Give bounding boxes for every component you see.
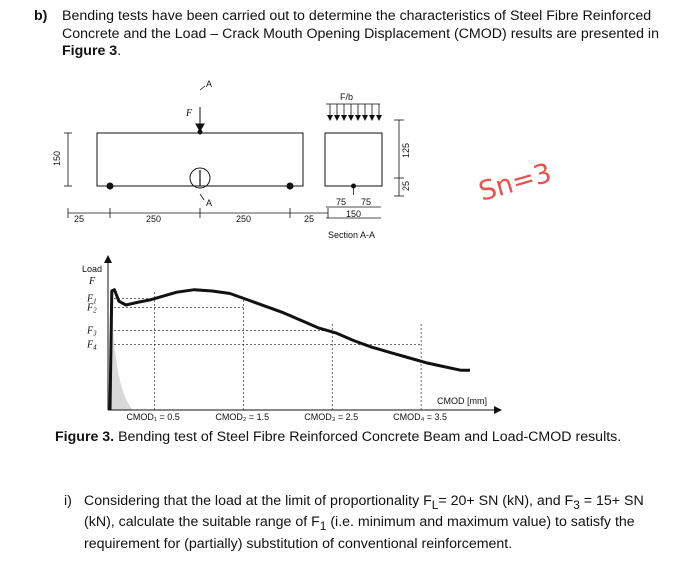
cmod-label-1: CMOD₁ = 0.5 — [126, 412, 179, 422]
subscript-3: 3 — [573, 497, 580, 512]
force-label-4: F4 — [86, 340, 97, 352]
figure-3: 150 F A A 25 250 250 25 F/b 75 75 150 12 — [52, 79, 555, 422]
cmod-label-2: CMOD₂ = 1.5 — [215, 412, 269, 422]
load-arrow — [195, 123, 205, 133]
section-dim-75-right: 75 — [361, 197, 371, 207]
question-number: i) — [64, 493, 72, 509]
figure-reference: Figure 3 — [62, 43, 118, 60]
height-dimension-label: 150 — [52, 151, 62, 166]
figure-caption: Figure 3. Bending test of Steel Fibre Re… — [55, 429, 675, 446]
handwritten-note: Sn=3 — [475, 158, 555, 208]
load-cmod-curve — [108, 288, 470, 411]
force-label-2: F2 — [86, 303, 97, 315]
distributed-load-label: F/b — [340, 92, 353, 102]
x-axis-label: CMOD [mm] — [437, 396, 487, 406]
question-i: i) Considering that the load at the limi… — [64, 493, 644, 553]
notch-circle — [189, 167, 211, 189]
section-arrow-bottom — [199, 193, 205, 201]
elastic-region-area — [110, 294, 134, 410]
force-label-1: F1 — [86, 294, 97, 306]
subscript-l: L — [431, 497, 439, 512]
support-left — [106, 182, 114, 190]
cmod-label-4: CMOD₄ = 3.5 — [393, 412, 447, 422]
caption-label: Figure 3. — [55, 429, 115, 445]
x-axis-arrow — [494, 406, 502, 414]
force-label-3: F3 — [86, 326, 97, 338]
intro-end: . — [117, 43, 122, 60]
dim-250-right: 250 — [236, 214, 251, 224]
beam-diagram — [64, 85, 329, 218]
section-a-a — [324, 103, 404, 219]
y-axis-arrow — [104, 255, 112, 263]
section-dim-75-left: 75 — [336, 197, 346, 207]
dim-250-left: 250 — [146, 214, 161, 224]
question-text-4: (i.e. minimum and maximum value) to sati… — [84, 514, 635, 552]
y-axis-label-load: Load — [82, 264, 102, 274]
question-text-1: Considering that the load at the limit o… — [84, 493, 432, 509]
section-dim-150: 150 — [346, 209, 361, 219]
subscript-1: 1 — [319, 519, 327, 534]
section-arrow-top — [199, 85, 206, 91]
y-axis-label-f: F — [88, 276, 96, 287]
section-dim-125: 125 — [401, 143, 411, 158]
dim-25-right: 25 — [304, 214, 314, 224]
section-marker-bottom: A — [206, 198, 212, 208]
support-right — [286, 182, 294, 190]
question-text-3: = 15+ SN (kN), calculate the suitable ra… — [84, 493, 644, 531]
dim-25-left: 25 — [74, 214, 84, 224]
load-label: F — [185, 108, 193, 119]
section-marker-top: A — [206, 79, 212, 89]
section-dim-25: 25 — [401, 181, 411, 191]
question-part-label: b) — [34, 8, 48, 24]
caption-text: Bending test of Steel Fibre Reinforced C… — [114, 429, 622, 445]
section-outline — [324, 132, 383, 187]
section-title: Section A-A — [328, 230, 375, 240]
distributed-load-arrows — [327, 115, 382, 121]
cmod-label-3: CMOD₃ = 2.5 — [304, 412, 358, 422]
intro-text: Bending tests have been carried out to d… — [62, 8, 659, 42]
intro-paragraph: b) Bending tests have been carried out t… — [34, 8, 662, 61]
question-text-2: = 20+ SN (kN), and F — [438, 493, 574, 509]
